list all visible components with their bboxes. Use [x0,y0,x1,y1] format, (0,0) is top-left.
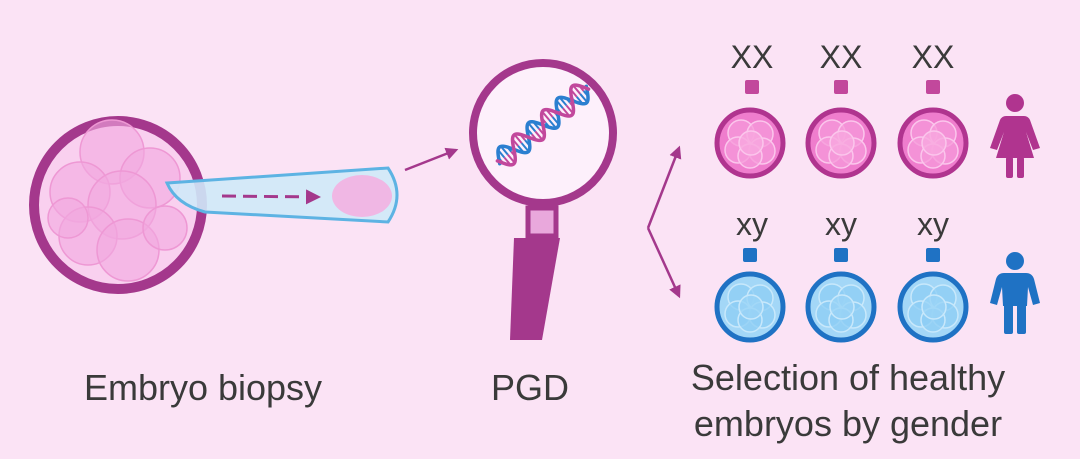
male-embryo [805,271,877,343]
male-embryo [897,271,969,343]
selection-label-line-2: embryos by gender [694,403,1002,444]
embryo-biopsy-label: Embryo biopsy [84,367,322,408]
female-embryo [805,107,877,179]
male-embryo-row: xy xy xy [714,206,1040,343]
chromosome-label: XX [912,39,955,75]
selection-label-line-1: Selection of healthy [691,357,1005,398]
magnifier-neck [525,205,559,239]
chromosome-marker [926,248,940,262]
magnifier-handle [510,238,560,340]
chromosome-marker [834,248,848,262]
embryo-cells [47,119,188,282]
chromosome-marker [926,80,940,94]
chromosome-label: XX [820,39,863,75]
arrow-to-female-row [646,145,682,229]
selection-branch-arrows [646,145,682,299]
chromosome-marker [743,248,757,262]
female-embryo-row: XX XX XX [714,39,1040,179]
chromosome-label: XX [731,39,774,75]
female-embryo [897,107,969,179]
arrow-to-male-row [646,227,681,299]
dna-strand-pink [495,83,591,167]
female-icon [990,94,1040,178]
male-embryo [714,271,786,343]
chromosome-label: xy [825,206,857,242]
pgd-label: PGD [491,367,569,408]
male-icon [990,252,1040,334]
aspiration-arrow [221,189,321,205]
biopsied-cell [332,175,392,217]
chromosome-label: xy [917,206,949,242]
chromosome-marker [834,80,848,94]
female-embryo [714,107,786,179]
magnifying-glass-icon [469,59,617,340]
chromosome-marker [745,80,759,94]
chromosome-label: xy [736,206,768,242]
arrow-to-pgd [404,147,459,172]
dna-icon [495,83,591,167]
pipette-icon [164,166,399,224]
embryo-icon [29,116,207,294]
